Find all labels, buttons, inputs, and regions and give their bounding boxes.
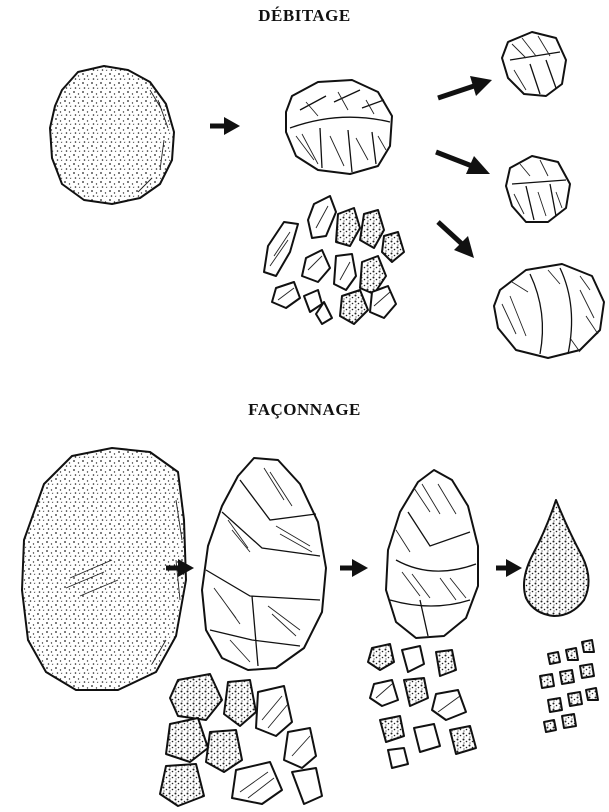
- arrow-preform-to-finished: [496, 559, 522, 577]
- faconnage-finishing-flakes: [540, 640, 598, 732]
- arrow-core-to-product-3: [438, 222, 474, 258]
- faconnage-preform-waste-flakes: [368, 644, 476, 768]
- debitage-waste-flakes: [264, 196, 404, 324]
- faconnage-rough-waste-flakes: [160, 674, 322, 806]
- faconnage-finished-biface: [524, 500, 589, 616]
- faconnage-preform-biface: [386, 470, 478, 638]
- debitage-product-flake-1: [502, 32, 566, 96]
- faconnage-rough-biface: [202, 458, 326, 670]
- arrow-roughout-to-preform: [340, 559, 368, 577]
- arrow-core-to-product-1: [438, 76, 492, 98]
- debitage-product-flake-3: [494, 264, 604, 358]
- arrow-nodule-to-core: [210, 117, 240, 135]
- faconnage-raw-block: [22, 448, 186, 690]
- arrow-core-to-product-2: [436, 152, 490, 174]
- debitage-product-blade-2: [506, 156, 570, 222]
- debitage-prepared-core: [286, 80, 392, 174]
- debitage-raw-nodule: [50, 66, 174, 204]
